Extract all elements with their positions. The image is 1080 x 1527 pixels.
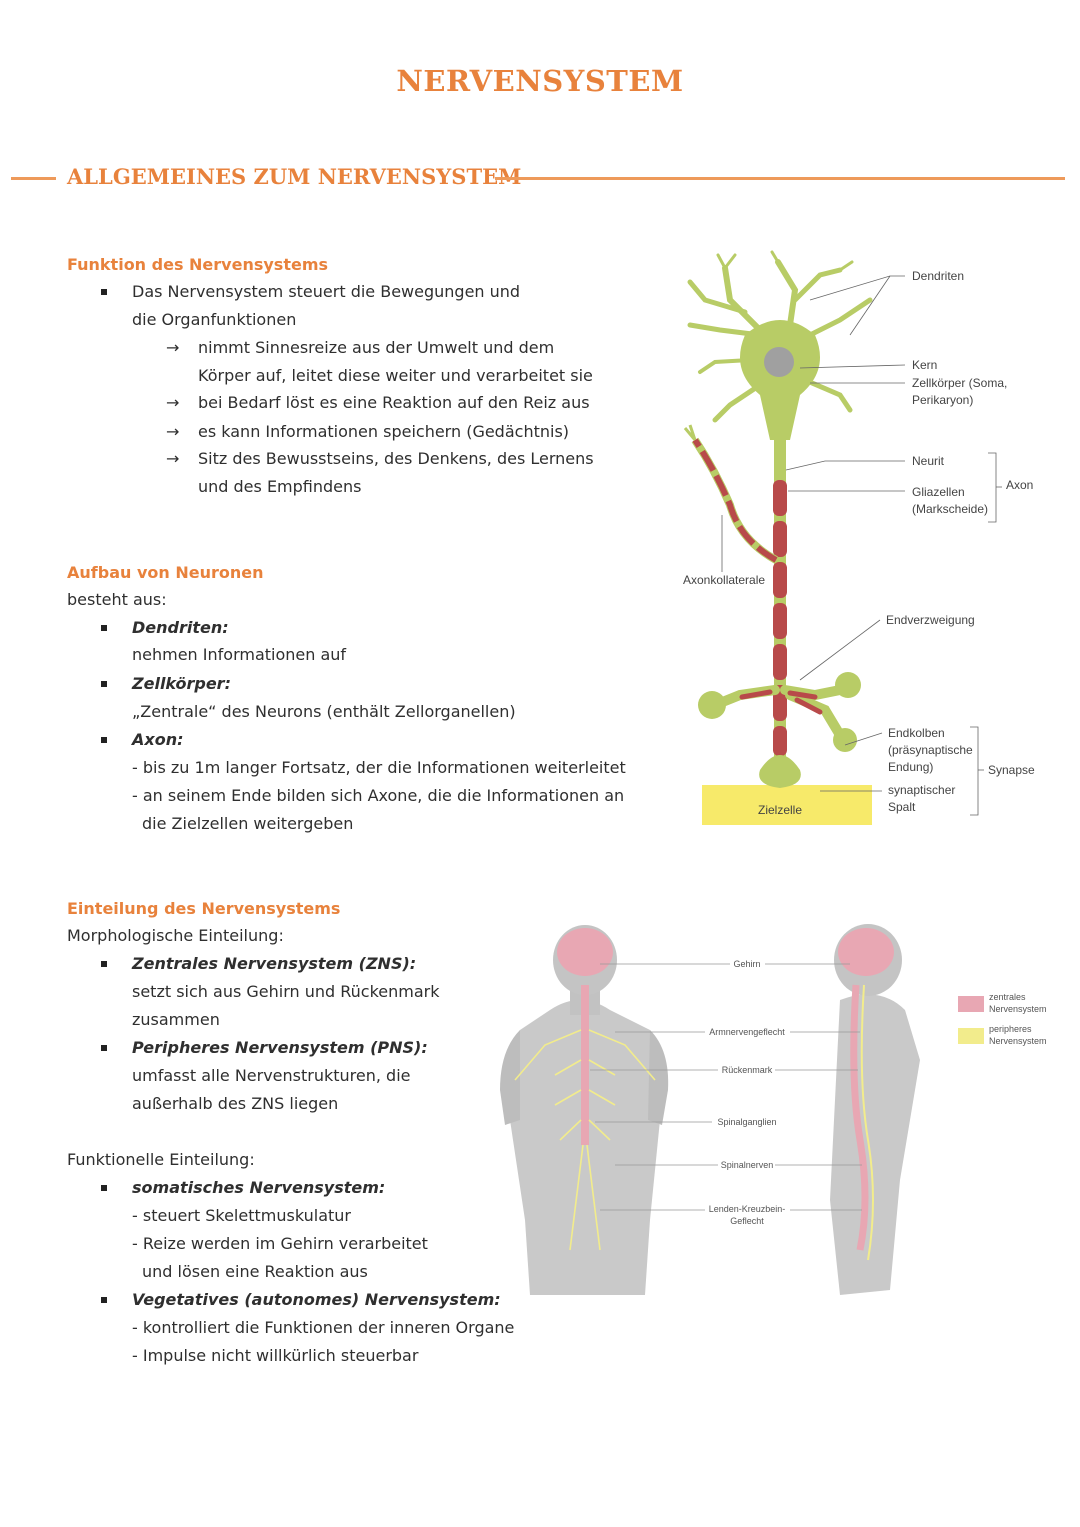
funktion-arrow4-line2: und des Empfindens — [198, 477, 362, 496]
axon-desc1: - bis zu 1m langer Fortsatz, der die Inf… — [132, 758, 626, 777]
label-gehirn: Gehirn — [733, 959, 760, 969]
zellkoerper-desc: „Zentrale“ des Neurons (enthält Zellorga… — [132, 702, 516, 721]
label-glia-1: Gliazellen — [912, 485, 965, 499]
einteilung-heading: Einteilung des Nervensystems — [67, 899, 341, 918]
veg-term: Vegetatives (autonomes) Nervensystem: — [132, 1290, 501, 1309]
label-endkolben-2: (präsynaptische — [888, 743, 973, 757]
funk-intro: Funktionelle Einteilung: — [67, 1150, 255, 1169]
label-spalt-2: Spalt — [888, 800, 916, 814]
label-zielzelle: Zielzelle — [758, 803, 802, 817]
arrow-right-icon: → — [166, 422, 180, 441]
veg-desc2: - Impulse nicht willkürlich steuerbar — [132, 1346, 419, 1365]
label-lenden-2: Geflecht — [730, 1216, 764, 1226]
bullet-marker — [101, 625, 107, 631]
label-zellkoerper-1: Zellkörper (Soma, — [912, 376, 1007, 390]
spinal-cord-side — [850, 984, 869, 1251]
som-desc2: - Reize werden im Gehirn verarbeitet — [132, 1234, 428, 1253]
funktion-arrow1-line1: nimmt Sinnesreize aus der Umwelt und dem — [198, 338, 555, 357]
legend-pns-2: Nervensystem — [989, 1036, 1047, 1046]
bullet-marker — [101, 737, 107, 743]
legend-pns-1: peripheres — [989, 1024, 1032, 1034]
axon-desc2: - an seinem Ende bilden sich Axone, die … — [132, 786, 625, 805]
legend: zentrales Nervensystem peripheres Nerven… — [958, 992, 1047, 1046]
page-title: NERVENSYSTEM — [396, 64, 684, 98]
brain-back — [557, 928, 613, 976]
end-bulb — [833, 728, 857, 752]
dendriten-desc: nehmen Informationen auf — [132, 645, 347, 664]
dendrites — [687, 250, 873, 423]
bullet-marker — [101, 681, 107, 687]
veg-desc1: - kontrolliert die Funktionen der innere… — [132, 1318, 515, 1337]
section-rule-right — [495, 177, 1065, 180]
nucleus — [764, 347, 794, 377]
zns-term: Zentrales Nervensystem (ZNS): — [132, 954, 417, 973]
label-rueckenmark: Rückenmark — [722, 1065, 773, 1075]
brain-side — [838, 928, 894, 976]
section-title: ALLGEMEINES ZUM NERVENSYSTEM — [67, 164, 522, 189]
axon-term: Axon: — [132, 730, 184, 749]
aufbau-heading: Aufbau von Neuronen — [67, 563, 264, 582]
dendriten-term: Dendriten: — [132, 618, 229, 637]
target-cell — [702, 785, 872, 825]
label-lenden-1: Lenden-Kreuzbein- — [709, 1204, 786, 1214]
cell-body — [740, 320, 820, 440]
aufbau-intro: besteht aus: — [67, 590, 167, 609]
bullet-marker — [101, 1185, 107, 1191]
pns-desc2: außerhalb des ZNS liegen — [132, 1094, 339, 1113]
neuron-diagram: Dendriten Kern Zellkörper (Soma, Perikar… — [683, 250, 1035, 825]
label-kern: Kern — [912, 358, 937, 372]
funktion-arrow1-line2: Körper auf, leitet diese weiter und vera… — [198, 366, 593, 385]
funktion-bullet-line2: die Organfunktionen — [132, 310, 297, 329]
legend-zns-1: zentrales — [989, 992, 1026, 1002]
pns-desc1: umfasst alle Nervenstrukturen, die — [132, 1066, 411, 1085]
myelin-sheath — [773, 480, 787, 756]
label-endkolben-3: Endung) — [888, 760, 933, 774]
arrow-right-icon: → — [166, 338, 180, 357]
morph-intro: Morphologische Einteilung: — [67, 926, 284, 945]
axon-desc3: die Zielzellen weitergeben — [142, 814, 354, 833]
bullet-marker — [101, 1045, 107, 1051]
label-dendriten: Dendriten — [912, 269, 964, 283]
label-synapse: Synapse — [988, 763, 1035, 777]
som-desc3: und lösen eine Reaktion aus — [142, 1262, 368, 1281]
section-rule-left — [11, 177, 56, 180]
label-endkolben-1: Endkolben — [888, 726, 945, 740]
zellkoerper-term: Zellkörper: — [132, 674, 231, 693]
pns-term: Peripheres Nervensystem (PNS): — [132, 1038, 428, 1057]
legend-swatch-zns — [958, 996, 984, 1012]
bullet-marker — [101, 1297, 107, 1303]
arrow-right-icon: → — [166, 449, 180, 468]
label-glia-2: (Markscheide) — [912, 502, 988, 516]
arrow-right-icon: → — [166, 393, 180, 412]
label-spalt-1: synaptischer — [888, 783, 955, 797]
label-axon: Axon — [1006, 478, 1033, 492]
body-back-view — [500, 925, 669, 1295]
presynaptic-terminal — [759, 755, 801, 788]
funktion-heading: Funktion des Nervensystems — [67, 255, 329, 274]
label-armnervengeflecht: Armnervengeflecht — [709, 1027, 785, 1037]
zns-desc1: setzt sich aus Gehirn und Rückenmark — [132, 982, 440, 1001]
label-neurit: Neurit — [912, 454, 945, 468]
som-term: somatisches Nervensystem: — [132, 1178, 386, 1197]
funktion-arrow4-line1: Sitz des Bewusstseins, des Denkens, des … — [198, 449, 594, 468]
label-axonkollaterale: Axonkollaterale — [683, 573, 765, 587]
legend-swatch-pns — [958, 1028, 984, 1044]
bullet-marker — [101, 961, 107, 967]
bullet-marker — [101, 289, 107, 295]
label-spinalnerven: Spinalnerven — [721, 1160, 774, 1170]
label-spinalganglien: Spinalganglien — [717, 1117, 776, 1127]
funktion-arrow2: bei Bedarf löst es eine Reaktion auf den… — [198, 393, 590, 412]
label-zellkoerper-2: Perikaryon) — [912, 393, 973, 407]
label-endverzweigung: Endverzweigung — [886, 613, 975, 627]
legend-zns-2: Nervensystem — [989, 1004, 1047, 1014]
zns-desc2: zusammen — [132, 1010, 220, 1029]
funktion-arrow3: es kann Informationen speichern (Gedächt… — [198, 422, 570, 441]
som-desc1: - steuert Skelettmuskulatur — [132, 1206, 351, 1225]
funktion-bullet-line1: Das Nervensystem steuert die Bewegungen … — [132, 282, 521, 301]
spinal-cord-back — [581, 985, 589, 1145]
nervous-system-illustration: Gehirn Armnervengeflecht Rückenmark Spin… — [500, 924, 1047, 1295]
body-side-view — [830, 924, 920, 1295]
